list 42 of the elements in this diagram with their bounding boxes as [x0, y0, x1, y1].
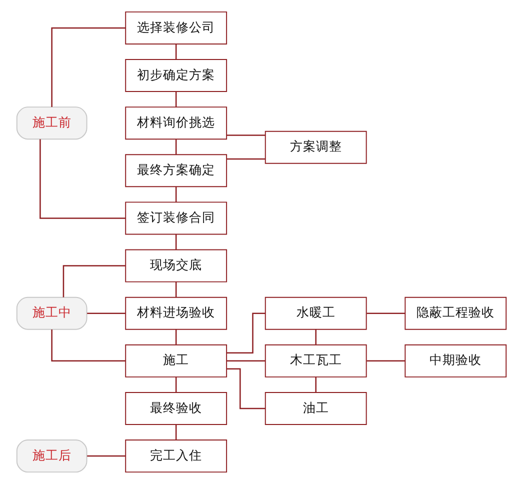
connector: [62, 265, 125, 298]
connector: [174, 282, 176, 298]
node-box: 最终验收: [124, 392, 227, 425]
node-box: 完工入住: [124, 440, 227, 473]
node-box: 现场交底: [124, 249, 227, 282]
connector: [174, 44, 176, 60]
connector: [314, 329, 316, 345]
connector: [50, 329, 126, 362]
connector: [314, 377, 316, 392]
connector: [226, 134, 265, 136]
node-box: 选择装修公司: [124, 11, 227, 44]
node-box: 材料询价挑选: [124, 106, 227, 140]
node-box: 施工前: [16, 106, 87, 140]
node-box: 最终方案确定: [124, 154, 227, 188]
node-box: 中期验收: [404, 344, 506, 378]
connector: [366, 360, 405, 362]
connector: [226, 360, 265, 362]
node-box: 材料进场验收: [124, 296, 227, 330]
node-box: 初步确定方案: [124, 59, 227, 92]
connector: [174, 139, 176, 155]
connector: [226, 368, 265, 410]
node-box: 水暖工: [264, 296, 366, 330]
node-box: 方案调整: [264, 130, 366, 164]
node-box: 施工后: [16, 440, 87, 473]
connector: [174, 377, 176, 392]
connector: [86, 455, 125, 457]
node-box: 签订装修合同: [124, 202, 227, 235]
node-box: 施工: [124, 344, 227, 378]
node-box: 施工中: [16, 296, 87, 330]
connector: [174, 92, 176, 107]
connector: [174, 329, 176, 345]
connector: [366, 312, 405, 314]
node-box: 木工瓦工: [264, 344, 366, 378]
connector: [86, 312, 125, 314]
connector: [174, 186, 176, 202]
connector: [174, 424, 176, 440]
connector: [39, 139, 125, 219]
connector: [226, 158, 265, 160]
connector: [50, 27, 126, 107]
connector: [174, 234, 176, 250]
node-box: 隐蔽工程验收: [404, 296, 506, 330]
node-box: 油工: [264, 392, 366, 425]
